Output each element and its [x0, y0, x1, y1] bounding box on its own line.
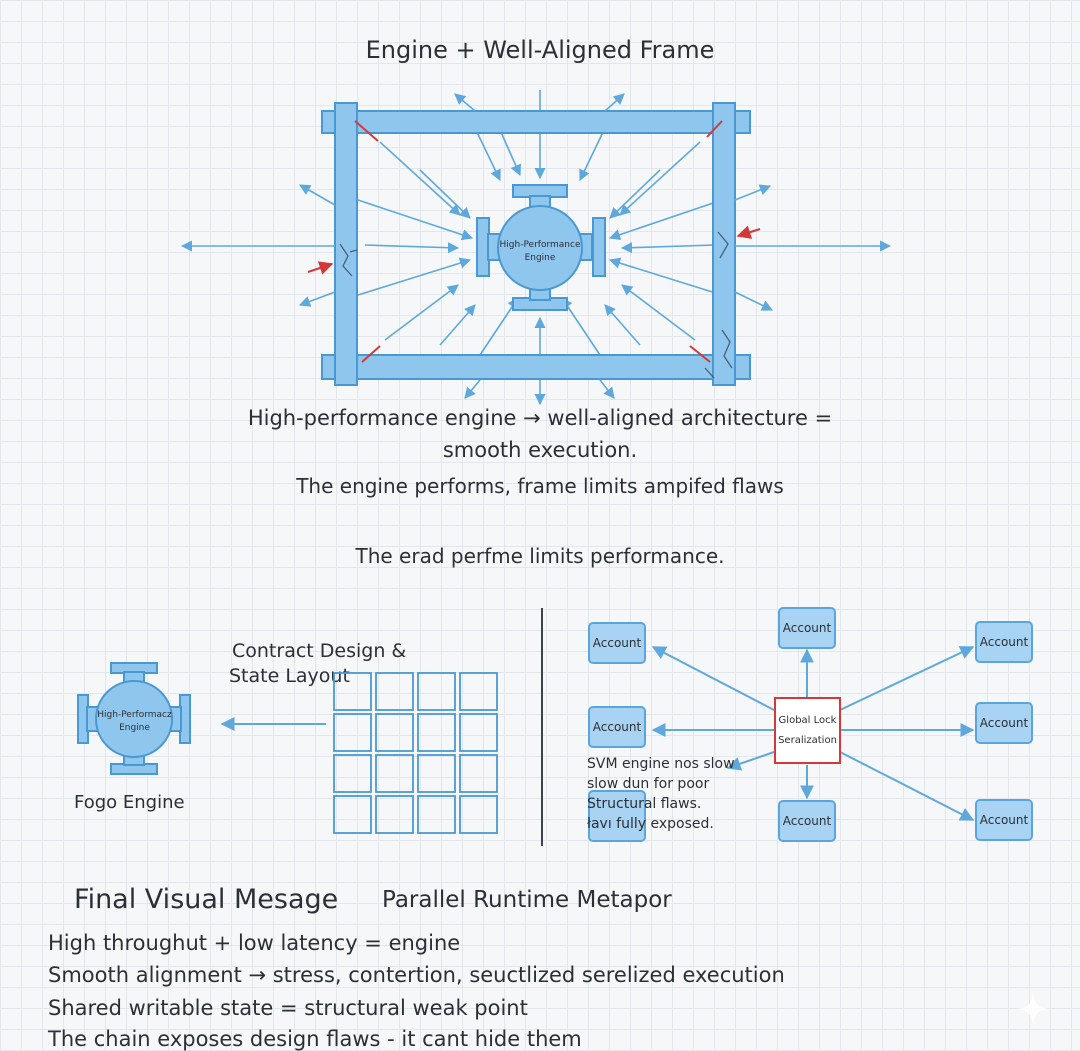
panel-divider — [541, 608, 543, 846]
svm-note-line1: SVM engine nos slow — [587, 756, 735, 772]
account-label: Account — [592, 636, 642, 650]
stress-marks — [307, 120, 761, 363]
sparkle-icon — [1016, 992, 1050, 1026]
top-engine-label: High-Performance Engine — [490, 239, 590, 265]
svm-note-line3: Structural flaws. — [587, 796, 702, 812]
svm-note-line2: slow dun for poor — [587, 776, 710, 792]
svm-note: SVM engine nos slow slow dun for poor St… — [587, 754, 735, 834]
account-label: Account — [592, 720, 642, 734]
fogo-engine-inner-label: High-Performacz Engine — [92, 709, 177, 735]
footer-line-3: Shared writable state = structural weak … — [48, 996, 528, 1020]
svm-note-line4: łavı fully exposed. — [587, 816, 714, 832]
account-box: Account — [975, 702, 1033, 744]
caption-line-4: The erad perfme limits performance. — [355, 544, 725, 568]
lock-arrows — [651, 646, 975, 821]
footer-line-1: High throughut + low latency = engine — [48, 931, 461, 955]
final-message-heading: Final Visual Mesage — [74, 884, 339, 915]
account-box — [588, 790, 646, 842]
caption-line-3: The engine performs, frame limits ampife… — [296, 474, 784, 498]
top-engine-label-line2: Engine — [524, 253, 556, 263]
account-box: Account — [588, 622, 646, 664]
footer-line-4: The chain exposes design flaws - it cant… — [48, 1027, 582, 1051]
well-aligned-frame — [321, 102, 751, 386]
frame-cracks — [339, 231, 733, 379]
account-box: Account — [778, 800, 836, 842]
fogo-engine-label: Fogo Engine — [74, 792, 185, 813]
state-layout-diagram — [77, 662, 498, 834]
global-lock-diagram — [651, 646, 975, 821]
account-label: Account — [979, 635, 1029, 649]
fogo-engine-inner-label-line2: Engine — [119, 723, 150, 733]
account-label: Account — [782, 621, 832, 635]
account-label: Account — [979, 716, 1029, 730]
account-label: Account — [979, 813, 1029, 827]
global-lock-label-line2: Seralization — [778, 734, 837, 746]
account-box: Account — [778, 607, 836, 649]
caption-line-1: High-performance engine → well-aligned a… — [247, 406, 833, 430]
global-lock-label-line1: Global Lock — [778, 714, 837, 726]
state-layout-heading: State Layout — [229, 665, 350, 687]
account-box: Account — [975, 621, 1033, 663]
account-box: Account — [975, 799, 1033, 841]
account-label: Account — [782, 814, 832, 828]
outward-arrows — [180, 93, 892, 406]
account-box: Account — [588, 706, 646, 748]
parallel-runtime-heading: Parallel Runtime Metapor — [382, 887, 672, 913]
engine-frame-diagram — [180, 90, 892, 406]
fogo-engine-icon — [77, 662, 191, 775]
fogo-engine-inner-label-line1: High-Performacz — [97, 710, 172, 720]
caption-line-2: smooth execution. — [442, 438, 638, 462]
state-grid — [333, 672, 498, 834]
inward-arrows — [357, 90, 723, 358]
diagram-title: Engine + Well-Aligned Frame — [365, 36, 715, 64]
footer-line-2: Smooth alignment → stress, contertion, s… — [48, 963, 785, 987]
global-lock-box: Global Lock Seralization — [774, 697, 841, 764]
contract-design-heading: Contract Design & — [232, 640, 407, 662]
top-engine-label-line1: High-Performance — [499, 240, 581, 250]
high-performance-engine-icon — [476, 184, 606, 311]
